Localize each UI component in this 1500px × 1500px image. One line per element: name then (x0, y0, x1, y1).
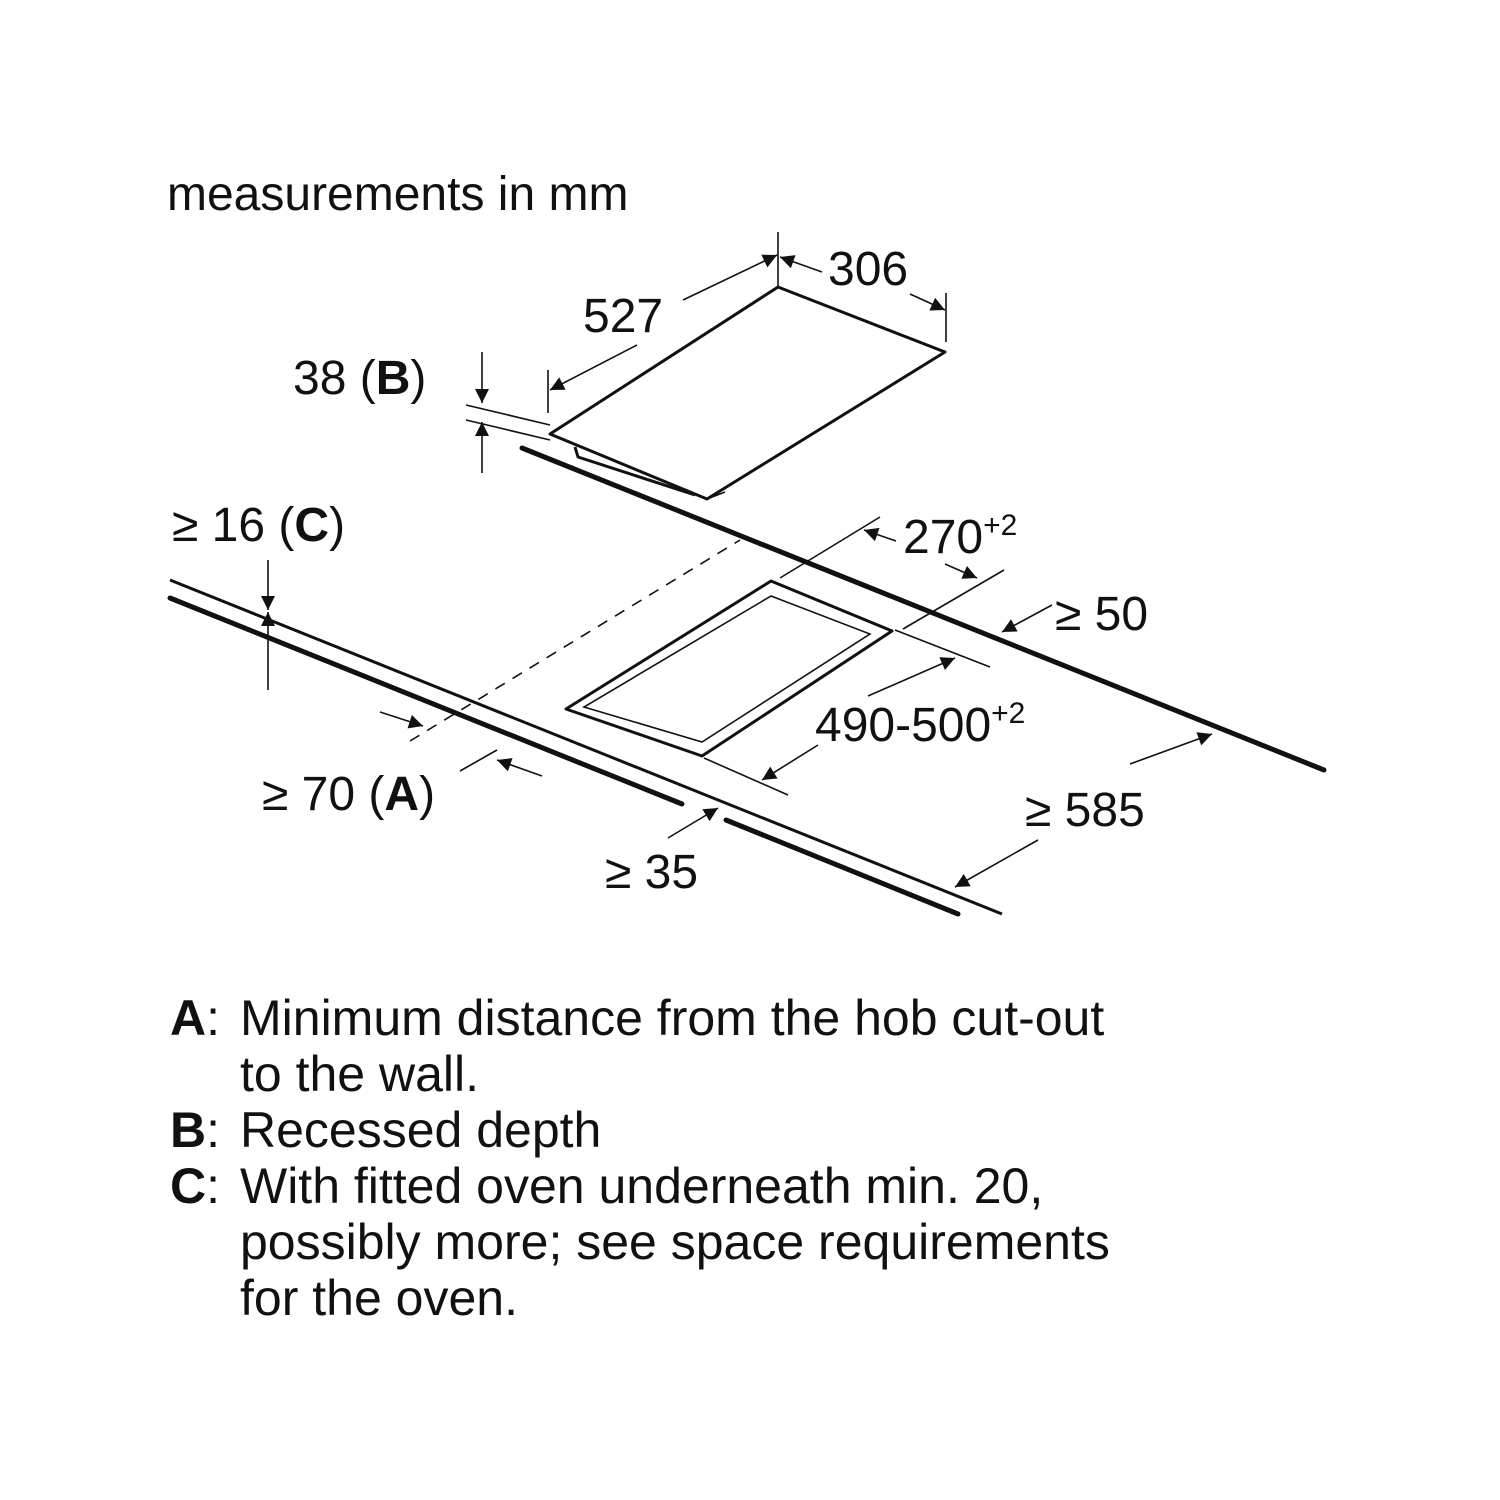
hob-width-dimension: 306 (777, 232, 947, 342)
cutout-width-tol: +2 (983, 509, 1017, 542)
legend-text: Minimum distance from the hob cut-out (240, 990, 1105, 1046)
wall-distance-dimension: ≥ 70 (A) (262, 711, 543, 821)
cutout-depth-label: 490-500 (815, 699, 991, 752)
wall-distance-key: A (384, 768, 419, 821)
hob-depth-label: 527 (583, 290, 663, 343)
cutout-depth-dimension: 490-500+2 (703, 657, 1025, 796)
worktop-thickness-close: ) (329, 499, 345, 552)
front-distance-dimension: ≥ 35 (605, 807, 719, 899)
worktop-depth-dimension: ≥ 585 (954, 732, 1213, 888)
legend-key: A (170, 990, 207, 1046)
legend-text: Recessed depth (240, 1102, 602, 1158)
wall-distance-value: ≥ 70 ( (262, 768, 384, 821)
side-distance-label: ≥ 50 (1055, 588, 1148, 641)
legend-key: B (170, 1102, 207, 1158)
svg-text:≥ 70 (A): ≥ 70 (A) (262, 768, 435, 821)
legend-key: C (170, 1158, 207, 1214)
cutout-width-label: 270 (903, 511, 983, 564)
legend-text: to the wall. (240, 1046, 480, 1102)
worktop-depth-label: ≥ 585 (1025, 784, 1145, 837)
legend: A: Minimum distance from the hob cut-out… (170, 990, 1370, 1326)
worktop-thickness-value: ≥ 16 ( (172, 499, 294, 552)
units-note: measurements in mm (167, 168, 628, 221)
side-distance-dimension: ≥ 50 (894, 588, 1148, 668)
hob-width-label: 306 (828, 243, 908, 296)
recess-depth-dimension: 38 (B) (293, 352, 551, 473)
cutout-width-dimension: 270+2 (779, 509, 1017, 630)
cutout-depth-tol: +2 (991, 697, 1025, 730)
legend-text: With fitted oven underneath min. 20, (240, 1158, 1044, 1214)
worktop-thickness-dimension: ≥ 16 (C) (172, 499, 345, 690)
svg-text:270+2: 270+2 (903, 509, 1017, 564)
wall-distance-close: ) (419, 768, 435, 821)
recess-value: 38 ( (293, 352, 376, 405)
hob-illustration (548, 285, 947, 501)
legend-item-c: C: With fitted oven underneath min. 20, … (170, 1158, 1370, 1326)
svg-text:38 (B): 38 (B) (293, 352, 426, 405)
recess-close: ) (410, 352, 426, 405)
hob-depth-dimension: 527 (547, 254, 778, 413)
recess-key: B (376, 352, 411, 405)
worktop-thickness-key: C (294, 499, 329, 552)
legend-item-b: B: Recessed depth (170, 1102, 1370, 1158)
legend-text: possibly more; see space requirements (240, 1214, 1110, 1270)
worktop-illustration (167, 445, 1327, 917)
front-distance-label: ≥ 35 (605, 846, 698, 899)
svg-text:490-500+2: 490-500+2 (815, 697, 1025, 752)
legend-item-a: A: Minimum distance from the hob cut-out… (170, 990, 1370, 1102)
legend-text: for the oven. (240, 1270, 518, 1326)
svg-text:≥ 16 (C): ≥ 16 (C) (172, 499, 345, 552)
